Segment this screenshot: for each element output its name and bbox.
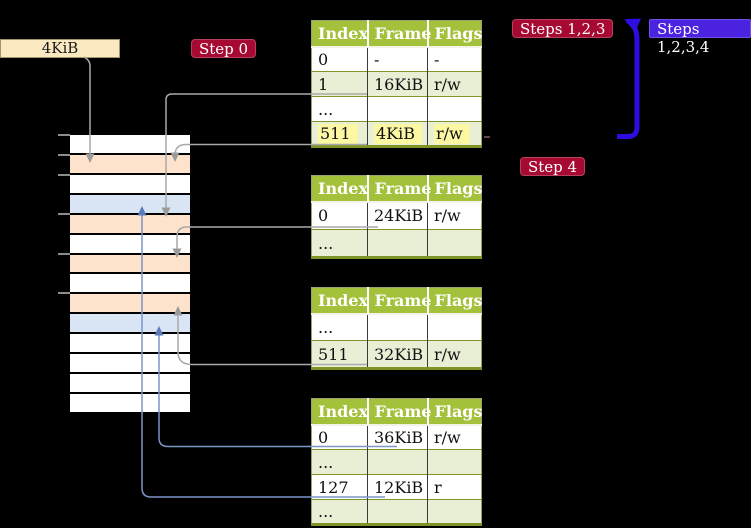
memory-tick	[58, 292, 70, 294]
table-cell: 4KiB	[367, 121, 428, 147]
table-cell: 32KiB	[367, 340, 428, 369]
table-cell	[367, 449, 428, 475]
table-cell: -	[427, 46, 482, 72]
column-header-frame: Frame	[366, 175, 431, 203]
column-header-flags: Flags	[426, 287, 483, 315]
table-cell	[427, 499, 482, 525]
table-row: 0 36KiB r/w	[311, 424, 482, 450]
steps-123-badge: Steps 1,2,3	[512, 19, 614, 38]
table-cell: r/w	[427, 424, 482, 450]
table-cell	[367, 313, 428, 341]
column-header-flags: Flags	[426, 20, 483, 48]
steps-1234-badge: Steps 1,2,3,4	[649, 19, 751, 56]
memory-frame-8kib	[70, 174, 190, 193]
table-cell	[367, 96, 428, 122]
table-cell: 0	[311, 201, 368, 230]
table-cell	[367, 229, 428, 258]
memory-frame-44kib	[70, 354, 190, 373]
page-table-level1: Index Frame Flags 0 36KiB r/w ... 127 12…	[311, 398, 483, 526]
step-0-badge: Step 0	[191, 39, 257, 58]
memory-frame-12kib	[70, 194, 190, 213]
memory-frame-52kib	[70, 393, 190, 412]
table-cell: 511	[311, 340, 368, 369]
table-cell	[367, 499, 428, 525]
table-row: 0 24KiB r/w	[311, 201, 482, 230]
column-header-frame: Frame	[366, 20, 431, 48]
page-table-level3: Index Frame Flags 0 24KiB r/w ...	[311, 175, 483, 259]
memory-frame-32kib	[70, 294, 190, 313]
physical-memory-strip	[70, 135, 190, 412]
column-header-index: Index	[311, 287, 368, 315]
column-header-frame: Frame	[366, 287, 431, 315]
table-row: 1 16KiB r/w	[311, 71, 482, 97]
table-cell: ...	[311, 313, 368, 341]
page-table-level4: Index Frame Flags 0 - - 1 16KiB r/w ... …	[311, 20, 483, 148]
frame-size-label: 4KiB	[0, 39, 120, 58]
memory-frame-4kib	[70, 154, 190, 173]
table-cell: 0	[311, 424, 368, 450]
column-header-index: Index	[311, 398, 368, 426]
table-row-highlighted: 511 4KiB r/w	[311, 121, 482, 147]
memory-tick	[58, 154, 70, 156]
column-header-flags: Flags	[426, 398, 483, 426]
memory-tick	[58, 253, 70, 255]
column-header-index: Index	[311, 175, 368, 203]
table-cell: r/w	[427, 340, 482, 369]
loop-arrow	[617, 18, 642, 139]
table-cell	[427, 313, 482, 341]
table-cell: r	[427, 474, 482, 500]
table-row: 511 32KiB r/w	[311, 340, 482, 369]
table-cell: 36KiB	[367, 424, 428, 450]
memory-tick	[58, 213, 70, 215]
table-cell: ...	[311, 229, 368, 258]
table-cell: 24KiB	[367, 201, 428, 230]
table-cell: ...	[311, 96, 368, 122]
table-row: ...	[311, 229, 482, 258]
table-row: ...	[311, 96, 482, 122]
table-cell: 127	[311, 474, 368, 500]
highlighted-value: r/w	[434, 124, 470, 144]
table-cell: 12KiB	[367, 474, 428, 500]
memory-frame-40kib	[70, 334, 190, 353]
memory-tick	[58, 174, 70, 176]
highlighted-value: 511	[318, 124, 358, 144]
column-header-index: Index	[311, 20, 368, 48]
table-row: 0 - -	[311, 46, 482, 72]
column-header-flags: Flags	[426, 175, 483, 203]
table-cell: ...	[311, 499, 368, 525]
column-header-frame: Frame	[366, 398, 431, 426]
table-row: ...	[311, 313, 482, 341]
memory-frame-20kib	[70, 234, 190, 253]
table-cell: 0	[311, 46, 368, 72]
table-cell: r/w	[427, 121, 482, 147]
table-row: ...	[311, 499, 482, 525]
memory-tick	[58, 134, 70, 136]
table-cell: 1	[311, 71, 368, 97]
memory-frame-36kib	[70, 314, 190, 333]
highlighted-value: 4KiB	[374, 124, 423, 144]
table-cell	[427, 449, 482, 475]
table-cell	[427, 96, 482, 122]
table-cell: -	[367, 46, 428, 72]
step-4-badge: Step 4	[520, 157, 586, 176]
table-row: ...	[311, 449, 482, 475]
table-cell: ...	[311, 449, 368, 475]
memory-frame-48kib	[70, 374, 190, 392]
page-table-level2: Index Frame Flags ... 511 32KiB r/w	[311, 287, 483, 370]
memory-frame-24kib	[70, 254, 190, 273]
table-cell: 511	[311, 121, 368, 147]
memory-frame-28kib	[70, 274, 190, 293]
table-row: 127 12KiB r	[311, 474, 482, 500]
table-cell	[427, 229, 482, 258]
table-cell: 16KiB	[367, 71, 428, 97]
memory-frame-16kib	[70, 214, 190, 233]
table-cell: r/w	[427, 201, 482, 230]
memory-frame-0kib	[70, 135, 190, 153]
table-cell: r/w	[427, 71, 482, 97]
